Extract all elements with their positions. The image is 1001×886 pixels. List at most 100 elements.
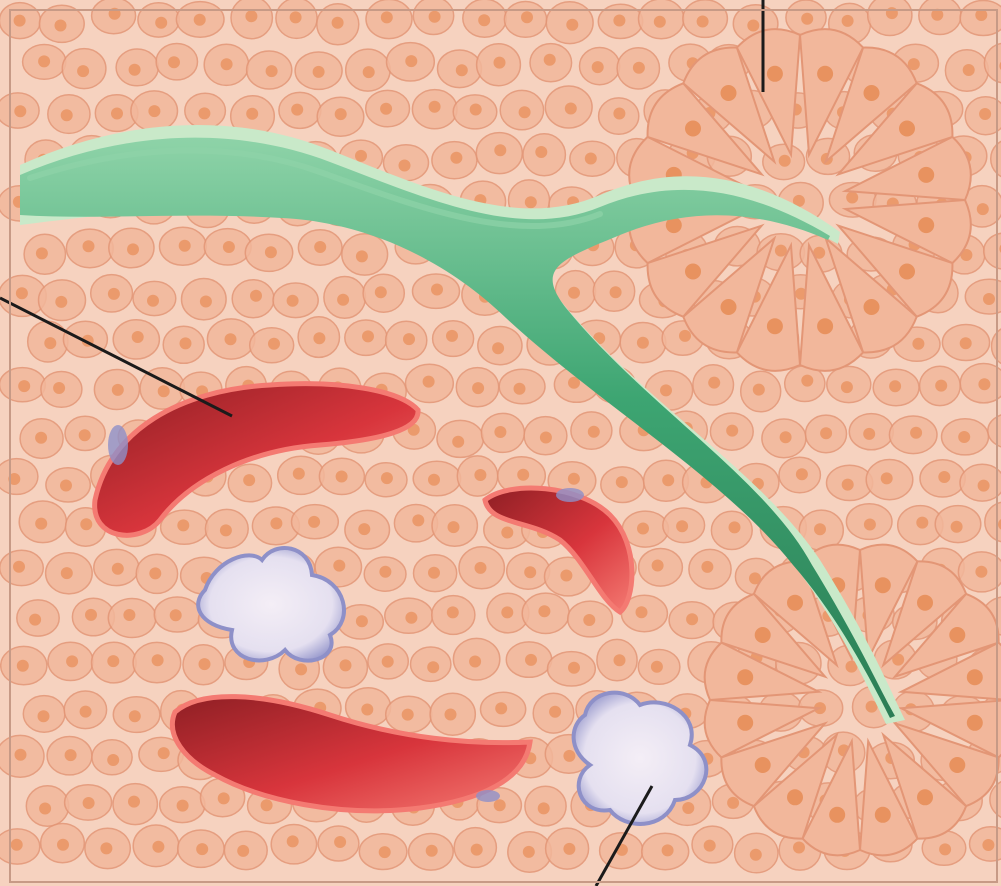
cell-nucleus: [975, 566, 987, 578]
cell-nucleus: [268, 338, 280, 350]
cell-nucleus: [633, 62, 645, 74]
cell-nucleus: [148, 105, 160, 117]
cell-nucleus: [910, 427, 922, 439]
cell-nucleus: [243, 474, 255, 486]
cell-nucleus: [429, 11, 441, 23]
acinar-nucleus: [949, 627, 965, 643]
cell-nucleus: [61, 109, 73, 121]
cell-nucleus: [107, 655, 119, 667]
cell-nucleus: [426, 845, 438, 857]
cell-nucleus: [568, 473, 580, 485]
cell-nucleus: [519, 106, 531, 118]
acinar-nucleus: [737, 715, 753, 731]
cell-nucleus: [147, 295, 159, 307]
cell-nucleus: [662, 844, 674, 856]
cell-nucleus: [423, 376, 435, 388]
acinar-nucleus: [685, 264, 701, 280]
cell-nucleus: [38, 55, 50, 67]
cell-nucleus: [701, 561, 713, 573]
cell-nucleus: [128, 796, 140, 808]
cell-nucleus: [246, 108, 258, 120]
acinar-nucleus: [755, 627, 771, 643]
cell-nucleus: [470, 104, 482, 116]
cell-nucleus: [333, 560, 345, 572]
acinar-nucleus: [899, 121, 915, 137]
cell-nucleus: [129, 710, 141, 722]
cell-nucleus: [750, 849, 762, 861]
cell-nucleus: [704, 840, 716, 852]
cell-nucleus: [402, 709, 414, 721]
cell-nucleus: [29, 614, 41, 626]
acinar-nucleus: [817, 318, 833, 334]
cell-nucleus: [676, 520, 688, 532]
cell-nucleus: [563, 843, 575, 855]
cell-nucleus: [616, 476, 628, 488]
acinar-nucleus: [917, 595, 933, 611]
cell-nucleus: [170, 609, 182, 621]
cell-nucleus: [793, 842, 805, 854]
cell-nucleus: [132, 331, 144, 343]
cell-nucleus: [445, 709, 457, 721]
cell-nucleus: [472, 382, 484, 394]
cell-nucleus: [405, 55, 417, 67]
cell-nucleus: [295, 663, 307, 675]
cell-nucleus: [729, 521, 741, 533]
cell-nucleus: [978, 378, 990, 390]
cell-nucleus: [14, 15, 26, 27]
cell-nucleus: [196, 843, 208, 855]
cell-nucleus: [637, 523, 649, 535]
cell-nucleus: [381, 11, 393, 23]
cell-nucleus: [524, 566, 536, 578]
cell-nucleus: [801, 13, 813, 25]
cell-nucleus: [456, 64, 468, 76]
acinar-nucleus: [875, 807, 891, 823]
cell-nucleus: [478, 14, 490, 26]
cell-nucleus: [107, 754, 119, 766]
acinar-nucleus: [787, 789, 803, 805]
cell-nucleus: [660, 384, 672, 396]
cell-nucleus: [652, 560, 664, 572]
cell-nucleus: [846, 192, 858, 204]
cell-nucleus: [492, 342, 504, 354]
acinar-nucleus: [949, 757, 965, 773]
cell-nucleus: [538, 605, 550, 617]
cell-nucleus: [66, 655, 78, 667]
cell-nucleus: [314, 241, 326, 253]
cell-nucleus: [36, 247, 48, 259]
cell-nucleus: [588, 426, 600, 438]
cell-nucleus: [237, 845, 249, 857]
acinar-nucleus: [875, 577, 891, 593]
cell-nucleus: [127, 243, 139, 255]
cell-nucleus: [35, 432, 47, 444]
cell-nucleus: [697, 16, 709, 28]
cell-nucleus: [978, 480, 990, 492]
cell-nucleus: [452, 436, 464, 448]
cell-nucleus: [538, 802, 550, 814]
cell-nucleus: [881, 472, 893, 484]
cell-nucleus: [568, 287, 580, 299]
cell-nucleus: [65, 749, 77, 761]
acinar-nucleus: [737, 669, 753, 685]
acinar-nucleus: [967, 715, 983, 731]
cell-nucleus: [80, 518, 92, 530]
cell-nucleus: [474, 469, 486, 481]
cell-nucleus: [708, 377, 720, 389]
cell-nucleus: [544, 54, 556, 66]
cell-nucleus: [686, 613, 698, 625]
cell-nucleus: [199, 658, 211, 670]
cell-nucleus: [864, 519, 876, 531]
cell-nucleus: [614, 654, 626, 666]
cell-nucleus: [747, 20, 759, 32]
cell-nucleus: [523, 846, 535, 858]
cell-nucleus: [447, 606, 459, 618]
cell-nucleus: [291, 104, 303, 116]
cell-nucleus: [180, 337, 192, 349]
cell-nucleus: [381, 472, 393, 484]
cell-nucleus: [245, 10, 257, 22]
cell-nucleus: [250, 290, 262, 302]
cell-nucleus: [662, 474, 674, 486]
acinar-nucleus: [767, 318, 783, 334]
cell-nucleus: [61, 567, 73, 579]
cell-nucleus: [293, 468, 305, 480]
cell-nucleus: [11, 839, 23, 851]
